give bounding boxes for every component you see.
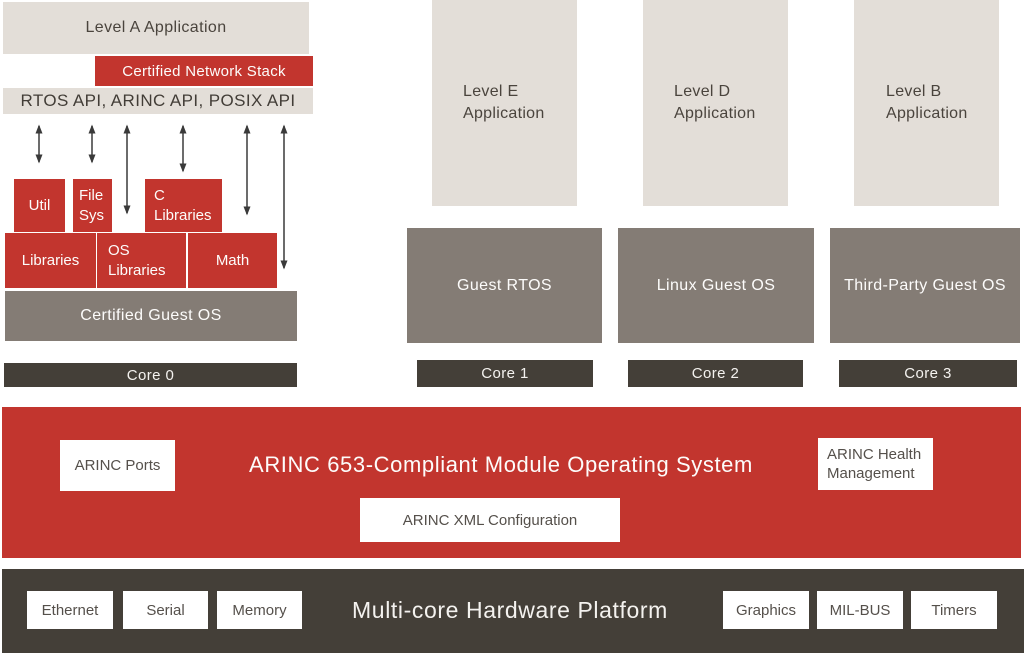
hardware-chip-graphics: Graphics [723,591,809,629]
chip-label: ARINC Health Management [827,445,922,483]
module-box-libraries: Libraries [5,233,96,288]
module-label: C Libraries [154,187,212,224]
core-0-bar: Core 0 [4,363,297,387]
hardware-chip-ethernet: Ethernet [27,591,113,629]
module-os-title: ARINC 653-Compliant Module Operating Sys… [249,452,753,477]
module-label: OS Libraries [108,242,166,279]
module-box-os-libraries: OS Libraries [97,233,186,288]
hardware-chip-mil-bus: MIL-BUS [817,591,903,629]
certified-guest-os-box: Certified Guest OS [5,291,297,341]
partition-os-box: Linux Guest OS [618,228,814,343]
arinc-xml-configuration-chip: ARINC XML Configuration [360,498,620,542]
partition-app-box: Level E Application [432,0,577,206]
certified-network-stack-box: Certified Network Stack [95,56,313,86]
hardware-title: Multi-core Hardware Platform [352,596,668,623]
api-layer-bar: RTOS API, ARINC API, POSIX API [3,88,313,114]
level-a-application-box: Level A Application [3,2,309,54]
module-box-util: Util [14,179,65,232]
partition-app-label: Level E Application [463,83,545,122]
hardware-chip-memory: Memory [217,591,302,629]
module-box-file-sys: File Sys [73,179,112,232]
partition-app-label: Level D Application [674,83,756,122]
module-box-c-libraries: C Libraries [145,179,222,232]
hardware-chip-timers: Timers [911,591,997,629]
core-3-bar: Core 3 [839,360,1017,387]
partition-app-box: Level D Application [643,0,788,206]
core-1-bar: Core 1 [417,360,593,387]
partition-os-box: Guest RTOS [407,228,602,343]
core-2-bar: Core 2 [628,360,803,387]
partition-app-label: Level B Application [886,83,968,122]
arinc-ports-chip: ARINC Ports [60,440,175,491]
partition-os-box: Third-Party Guest OS [830,228,1020,343]
module-box-math: Math [188,233,277,288]
arinc-health-management-chip: ARINC Health Management [818,438,933,490]
hardware-chip-serial: Serial [123,591,208,629]
partition-app-box: Level B Application [854,0,999,206]
